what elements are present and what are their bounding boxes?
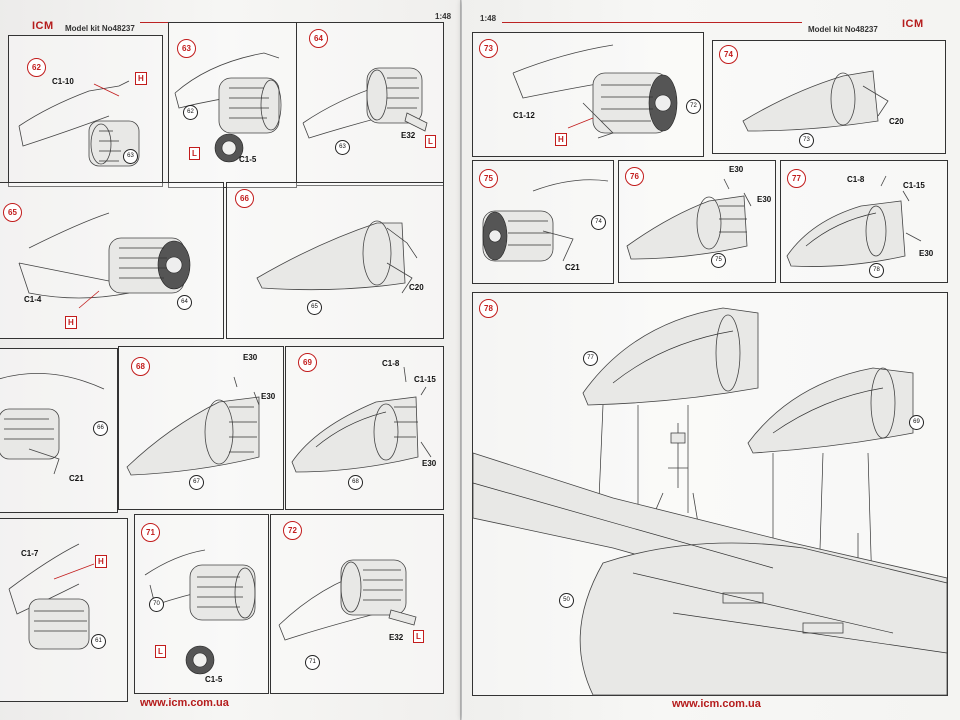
- part-label: C21: [69, 474, 84, 483]
- header-scale: 1:48: [480, 14, 497, 23]
- part-label: E32: [401, 131, 416, 140]
- step-number: 64: [309, 29, 328, 48]
- reference-step: 74: [591, 215, 606, 230]
- reference-step: 61: [91, 634, 106, 649]
- reference-step-nacelle-b: 69: [909, 415, 924, 430]
- step-number: 69: [298, 353, 317, 372]
- step-number: 65: [3, 203, 22, 222]
- icm-logo: ICM: [902, 18, 924, 30]
- part-label: C1-5: [205, 675, 223, 684]
- part-label-3: E30: [422, 459, 437, 468]
- step-78-panel: 78 77 69 50: [472, 292, 948, 696]
- part-label-1: E30: [243, 353, 258, 362]
- part-label: C21: [565, 263, 580, 272]
- step-64-panel: 64 63 E32 L: [296, 22, 444, 186]
- step-62-panel: 62 C1-10 H 63: [8, 35, 163, 187]
- paint-code-h: H: [135, 72, 147, 85]
- part-label-1: E30: [729, 165, 744, 174]
- paint-code-l: L: [425, 135, 436, 148]
- step-72-panel: 72 71 E32 L: [270, 514, 444, 694]
- step-74-panel: 74 73 C20: [712, 40, 946, 154]
- footer-url: www.icm.com.ua: [140, 697, 229, 709]
- part-label: C1-7: [21, 549, 39, 558]
- step-75-panel: 75 74 C21: [472, 160, 614, 284]
- reference-step: 66: [93, 421, 108, 436]
- step-76-panel: 76 E30 E30 75: [618, 160, 776, 283]
- paint-code-l: L: [189, 147, 200, 160]
- reference-step: 72: [686, 99, 701, 114]
- header-kit-number: Model kit No48237: [808, 25, 878, 34]
- header-kit-number: Model kit No48237: [65, 24, 135, 33]
- part-label-2: E30: [757, 195, 772, 204]
- step-65-panel: 65 C1-4 H 64: [0, 182, 224, 339]
- reference-step: 62: [183, 105, 198, 120]
- step-number: 72: [283, 521, 302, 540]
- part-label: C1-12: [513, 111, 535, 120]
- paint-code-h: H: [65, 316, 77, 329]
- part-label: C1-5: [239, 155, 257, 164]
- paint-code-l: L: [155, 645, 166, 658]
- part-label-2: C1-15: [414, 375, 436, 384]
- paint-code-h: H: [555, 133, 567, 146]
- step-66-panel: 66 65 C20: [226, 182, 444, 339]
- step-71-panel: 71 70 L C1-5: [134, 514, 269, 694]
- step-number: 63: [177, 39, 196, 58]
- step-number: 71: [141, 523, 160, 542]
- part-label: E32: [389, 633, 404, 642]
- step-number: 73: [479, 39, 498, 58]
- step-68-panel: 68 E30 E30 67: [118, 346, 284, 510]
- icm-logo: ICM: [32, 20, 54, 32]
- step-number: 77: [787, 169, 806, 188]
- step-number: 74: [719, 45, 738, 64]
- paint-code-l: L: [413, 630, 424, 643]
- step-73-panel: 73 C1-12 H 72: [472, 32, 704, 157]
- step-67-panel: 66 C21: [0, 348, 118, 513]
- part-label-1: C1-8: [382, 359, 400, 368]
- footer-url: www.icm.com.ua: [672, 698, 761, 710]
- part-label: C20: [409, 283, 424, 292]
- step-number: 78: [479, 299, 498, 318]
- reference-step: 68: [348, 475, 363, 490]
- part-label: C1-4: [24, 295, 42, 304]
- part-label: C1-10: [52, 77, 74, 86]
- step-70-panel: C1-7 H 61: [0, 518, 128, 702]
- part-label: C20: [889, 117, 904, 126]
- header-rule: [502, 22, 802, 23]
- step-number: 62: [27, 58, 46, 77]
- step-77-panel: 77 C1-8 C1-15 E30 78: [780, 160, 948, 283]
- reference-step-wing: 50: [559, 593, 574, 608]
- part-label-2: E30: [261, 392, 276, 401]
- step-63-panel: 63 62 C1-5 L: [168, 22, 297, 188]
- reference-step: 63: [123, 149, 138, 164]
- reference-step: 71: [305, 655, 320, 670]
- reference-step: 64: [177, 295, 192, 310]
- step-number: 76: [625, 167, 644, 186]
- reference-step-nacelle-a: 77: [583, 351, 598, 366]
- step-69-panel: 69 C1-8 C1-15 E30 68: [285, 346, 444, 510]
- reference-step: 75: [711, 253, 726, 268]
- step-number: 68: [131, 357, 150, 376]
- reference-step: 67: [189, 475, 204, 490]
- step-number: 66: [235, 189, 254, 208]
- part-label-1: C1-8: [847, 175, 865, 184]
- reference-step: 63: [335, 140, 350, 155]
- paint-code-h: H: [95, 555, 107, 568]
- step-number: 75: [479, 169, 498, 188]
- part-label-3: E30: [919, 249, 934, 258]
- reference-step: 78: [869, 263, 884, 278]
- reference-step: 73: [799, 133, 814, 148]
- reference-step: 70: [149, 597, 164, 612]
- part-label-2: C1-15: [903, 181, 925, 190]
- header-scale: 1:48: [435, 12, 452, 21]
- reference-step: 65: [307, 300, 322, 315]
